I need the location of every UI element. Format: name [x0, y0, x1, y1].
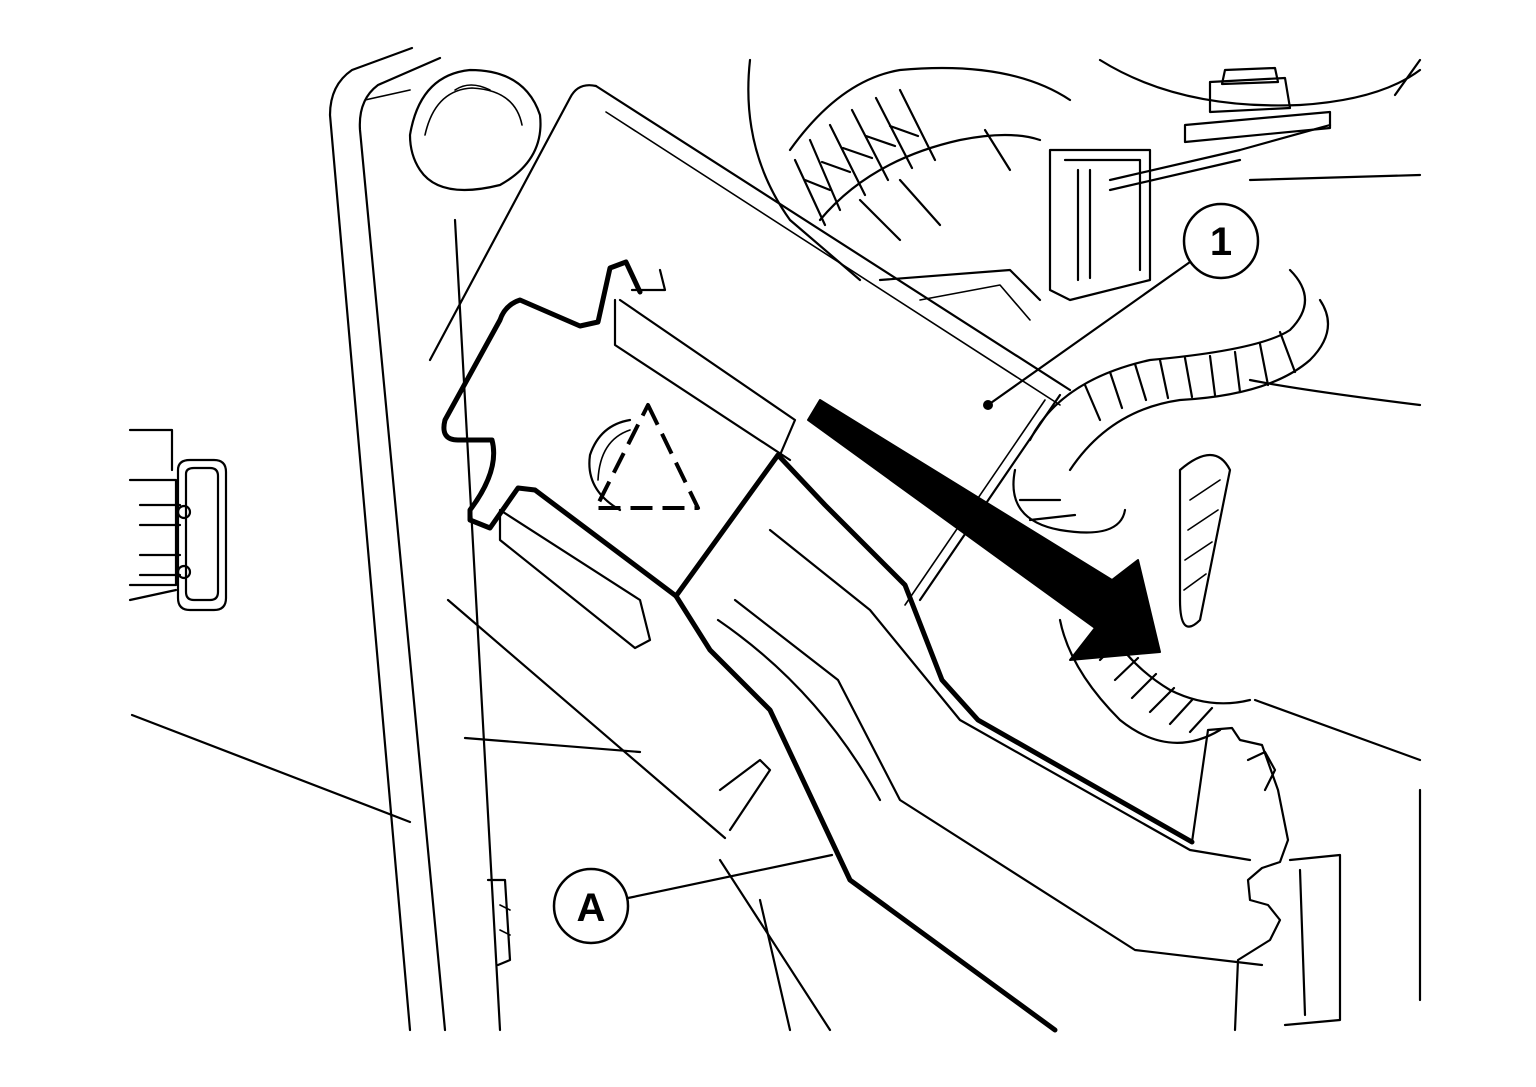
- callout-label-a: A: [577, 886, 606, 930]
- left-mounting-panel: [328, 46, 542, 1032]
- cable-clip-bracket: [441, 259, 1342, 1033]
- background-lines: [130, 58, 1422, 1032]
- side-connector: [128, 428, 228, 612]
- callout-a: A: [552, 853, 834, 945]
- upper-corrugated-duct: [747, 58, 1072, 282]
- callout-label-1: 1: [1210, 220, 1232, 264]
- upper-right-bracket: [1048, 58, 1422, 302]
- callout-1: 1: [983, 202, 1260, 410]
- wiring-harness: [1012, 268, 1330, 744]
- dashed-triangle-clip-marker: [594, 403, 700, 510]
- clip-location-marker: [588, 403, 700, 512]
- removal-direction-arrow: [807, 399, 1161, 661]
